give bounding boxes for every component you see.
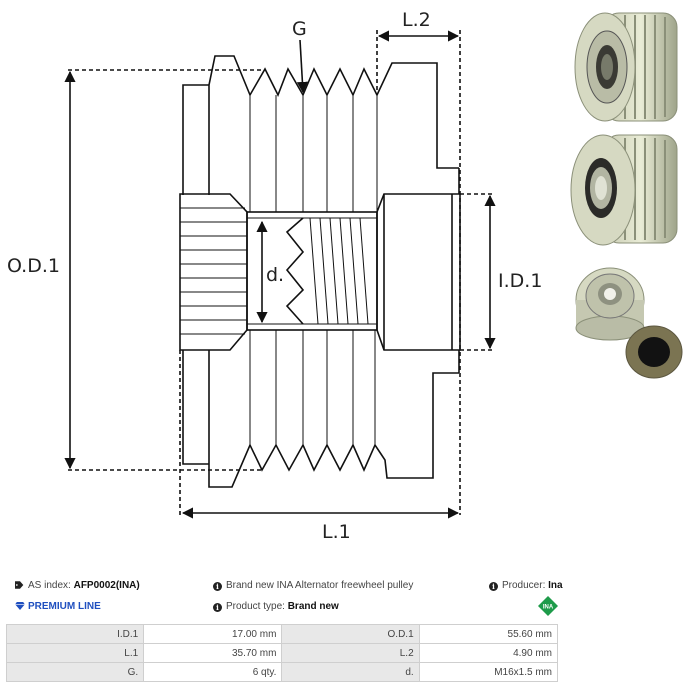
as-index-label: AS index: xyxy=(28,580,71,591)
info-icon: i xyxy=(213,582,222,591)
table-row: L.1 35.70 mm L.2 4.90 mm xyxy=(5,643,559,663)
label-d: d. xyxy=(266,264,284,286)
tags-icon xyxy=(15,581,24,589)
product-type-label: Product type: xyxy=(226,601,285,612)
producer-label: Producer: xyxy=(502,580,546,591)
product-description: i Brand new INA Alternator freewheel pull… xyxy=(213,580,413,591)
pulley-rear-photo xyxy=(570,134,678,246)
info-icon: i xyxy=(489,582,498,591)
spec-value: 6 qty. xyxy=(143,662,283,682)
table-row: G. 6 qty. d. M16x1.5 mm xyxy=(5,662,559,682)
diamond-icon xyxy=(15,602,25,610)
spec-label: d. xyxy=(281,662,420,682)
groove-profile-bottom xyxy=(208,350,459,488)
table-row: I.D.1 17.00 mm O.D.1 55.60 mm xyxy=(5,624,559,644)
as-index-value: AFP0002(INA) xyxy=(73,580,140,591)
thread-lines xyxy=(309,217,369,325)
spline-lines xyxy=(180,207,247,335)
as-index: AS index: AFP0002(INA) xyxy=(15,580,140,591)
spec-value: 17.00 mm xyxy=(143,624,283,644)
spec-value: 4.90 mm xyxy=(418,643,559,663)
producer-value: Ina xyxy=(548,580,563,591)
left-flange-lower xyxy=(182,350,209,465)
thread-profile xyxy=(285,217,305,325)
spec-label: I.D.1 xyxy=(5,624,145,644)
label-id1: I.D.1 xyxy=(498,270,542,292)
g-pointer-arrow xyxy=(296,39,309,94)
specs-table: I.D.1 17.00 mm O.D.1 55.60 mm L.1 35.70 … xyxy=(5,624,559,682)
splined-hub xyxy=(179,193,248,351)
spec-label: L.2 xyxy=(281,643,420,663)
premium-line-label: PREMIUM LINE xyxy=(28,601,101,612)
technical-drawing: G L.2 O.D.1 I.D.1 d. L.1 xyxy=(7,9,542,543)
description-text: Brand new INA Alternator freewheel pulle… xyxy=(226,580,414,591)
product-type: i Product type: Brand new xyxy=(213,601,339,612)
label-od1: O.D.1 xyxy=(7,255,60,277)
spec-value: 55.60 mm xyxy=(418,624,559,644)
label-l2: L.2 xyxy=(402,9,431,31)
ina-logo-text: INA xyxy=(543,605,554,611)
groove-profile-top xyxy=(208,55,459,195)
pulley-front-photo xyxy=(574,12,678,122)
groove-lines xyxy=(249,95,378,445)
spec-value: 35.70 mm xyxy=(143,643,283,663)
right-hub xyxy=(376,193,461,351)
info-icon: i xyxy=(213,603,222,612)
spec-label: L.1 xyxy=(5,643,145,663)
label-l1: L.1 xyxy=(322,521,351,543)
product-type-value: Brand new xyxy=(287,601,339,612)
premium-line-badge: PREMIUM LINE xyxy=(15,601,101,612)
left-flange-upper xyxy=(182,84,209,195)
spec-label: O.D.1 xyxy=(281,624,420,644)
label-g: G xyxy=(292,18,307,40)
spec-value: M16x1.5 mm xyxy=(418,662,559,682)
ina-logo: INA xyxy=(538,596,558,616)
pulley-with-cap-photo xyxy=(575,267,683,379)
producer: i Producer: Ina xyxy=(489,580,563,591)
spec-label: G. xyxy=(5,662,145,682)
